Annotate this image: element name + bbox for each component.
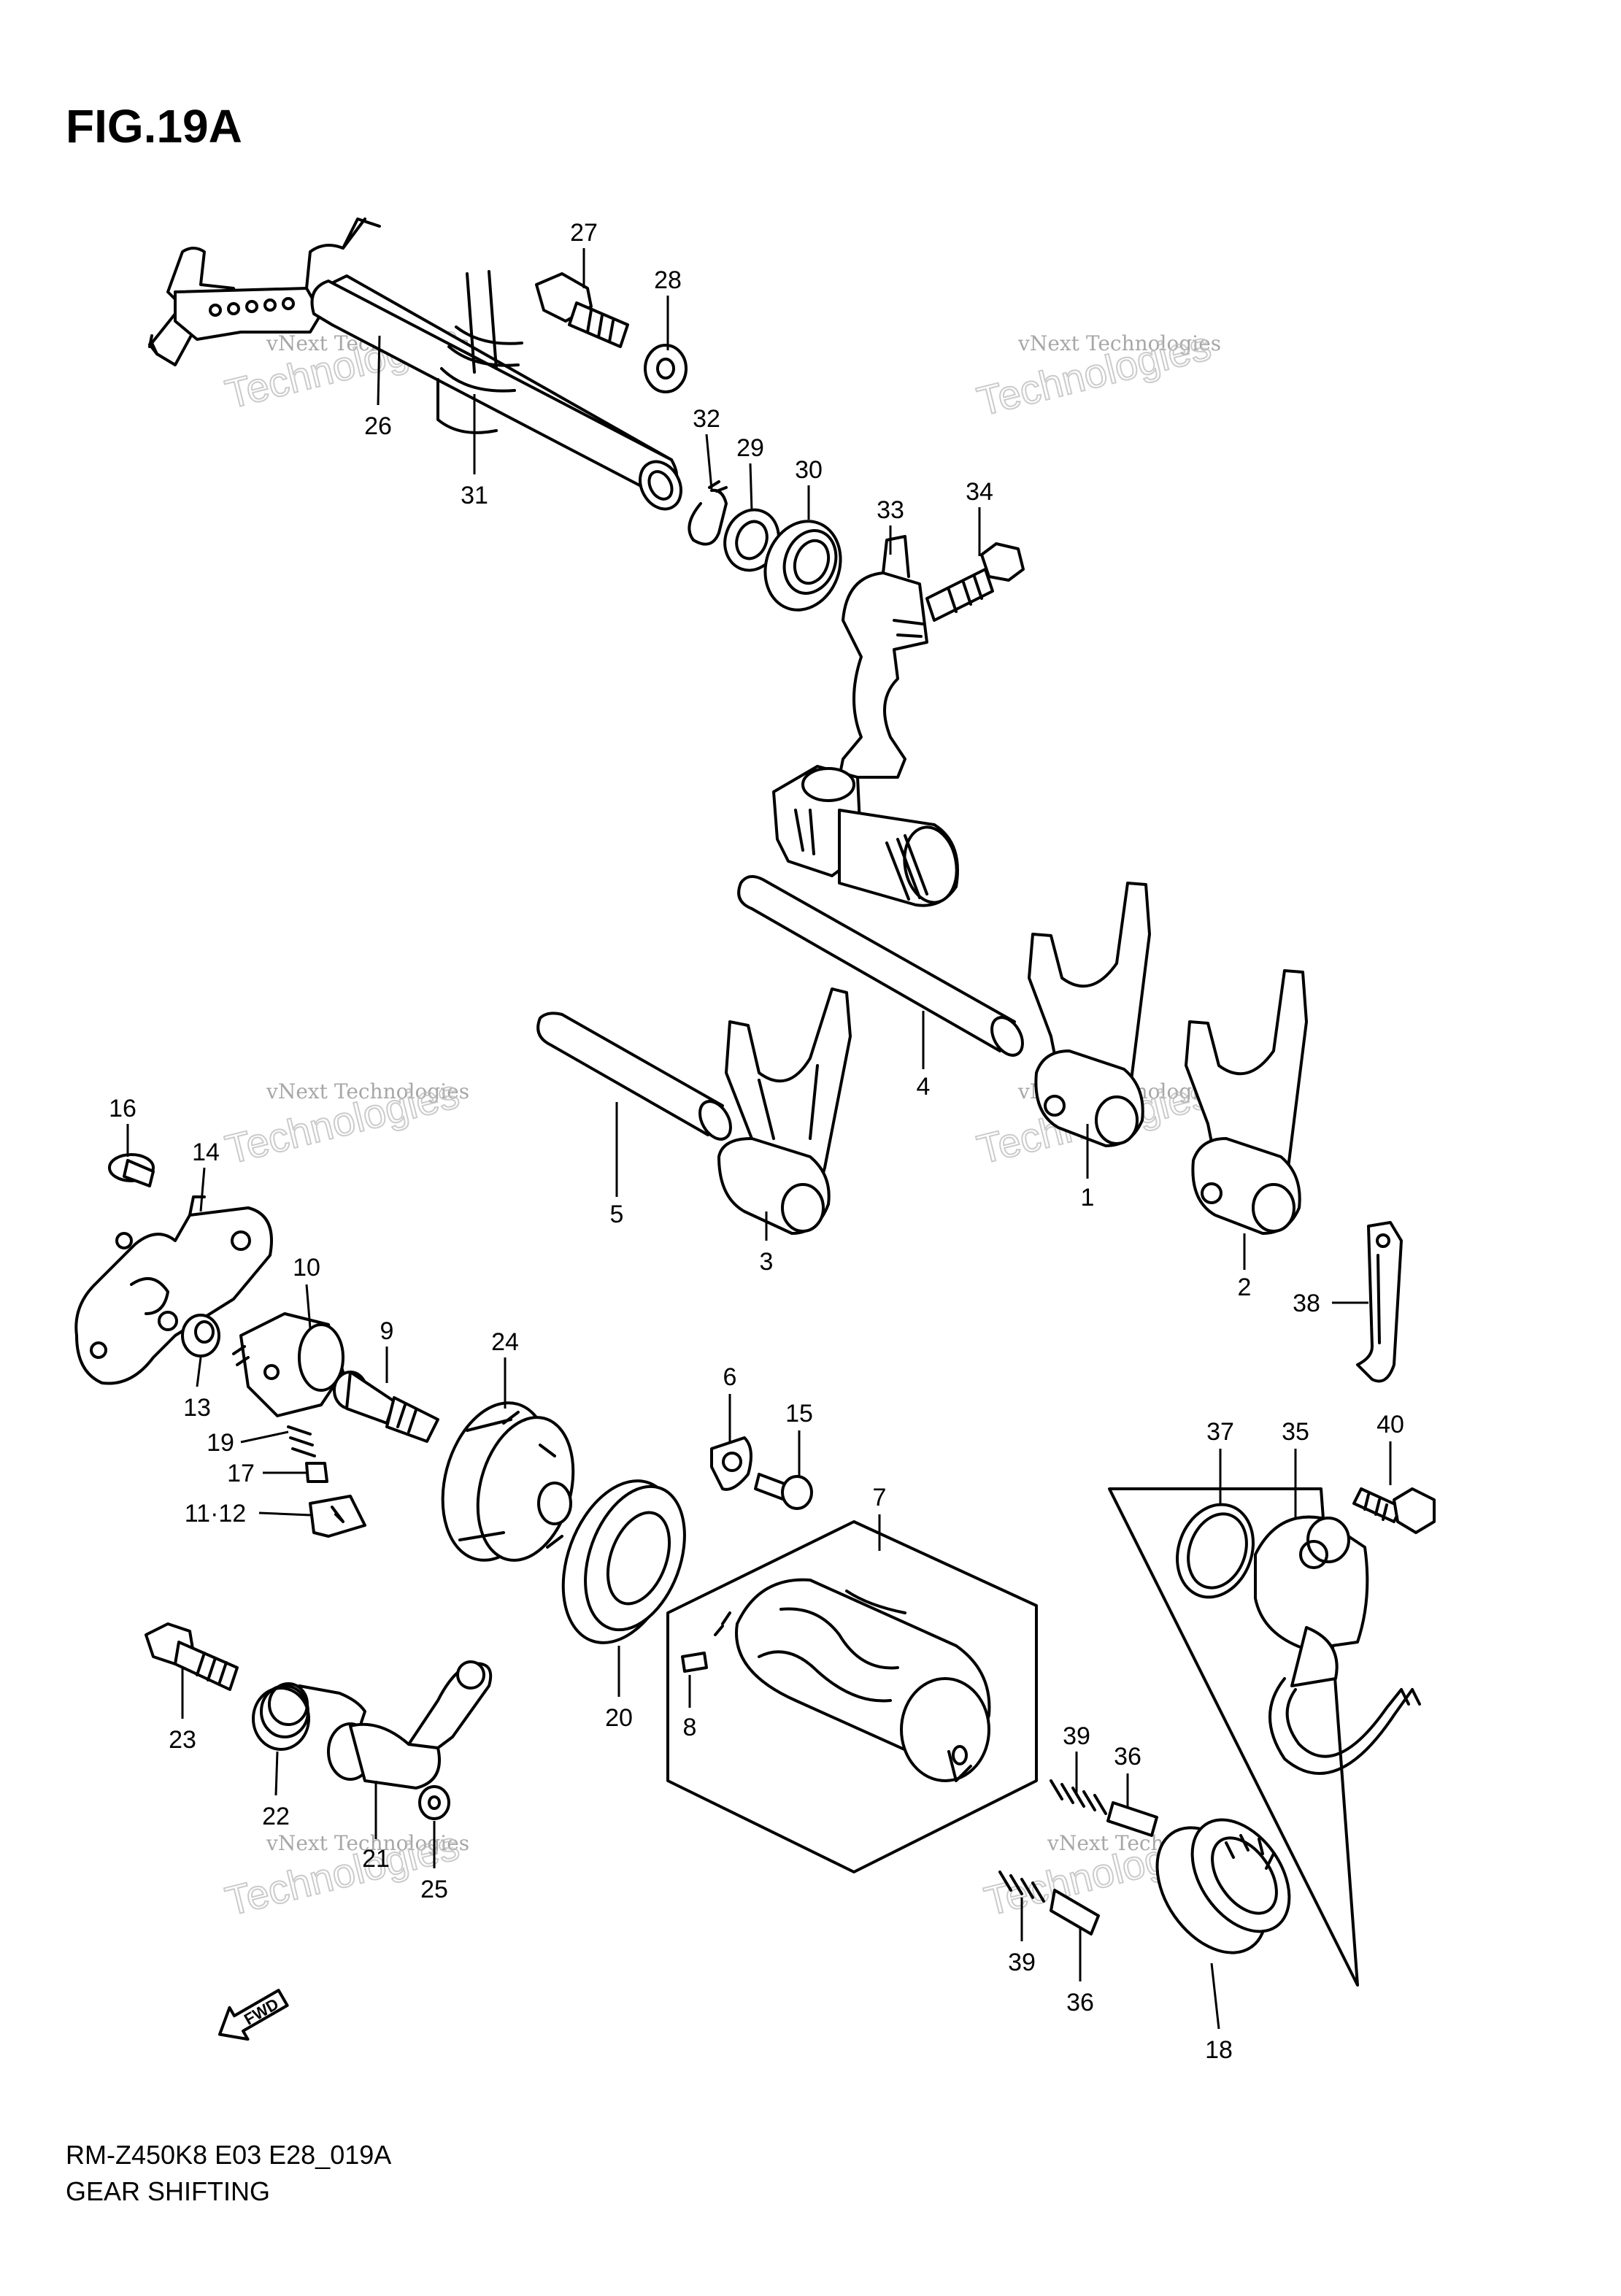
callout-labels: 27 28 26 31 32 29 30 33 34 4 5 3 1 2 38 … (109, 219, 1404, 2064)
callout-15: 15 (785, 1400, 813, 1428)
callout-27: 27 (570, 219, 598, 247)
gear-position-switch-part-35 (1254, 1515, 1421, 1775)
shift-cam-guide-part-14 (74, 1195, 273, 1385)
screw-part-16 (108, 1153, 155, 1187)
callout-34: 34 (966, 478, 993, 506)
spring-plunger-lower-part-39-36 (998, 1871, 1100, 1935)
cam-stopper-arm-part-21 (327, 1660, 493, 1790)
callout-29: 29 (736, 434, 764, 462)
callout-28: 28 (654, 266, 682, 294)
callout-13: 13 (183, 1394, 211, 1422)
shift-fork-part-3 (717, 987, 852, 1235)
callout-16: 16 (109, 1095, 136, 1122)
callout-30: 30 (795, 456, 823, 484)
forward-direction-arrow: FWD (218, 1989, 289, 2041)
screw-part-15 (754, 1473, 813, 1510)
callout-36-lower: 36 (1066, 1989, 1094, 2016)
watermark: vNext Technologies Technologies (220, 1821, 469, 1925)
svg-text:vNext Technologies: vNext Technologies (266, 1079, 469, 1103)
ratchet-pawl-part-11-12 (309, 1495, 366, 1538)
callout-17: 17 (227, 1460, 255, 1487)
callout-19: 19 (207, 1429, 234, 1457)
callout-32: 32 (693, 405, 720, 433)
callout-7: 7 (873, 1484, 887, 1511)
figure-code: RM-Z450K8 E03 E28_019A (66, 2140, 391, 2170)
plunger-part-17 (305, 1462, 328, 1483)
callout-21: 21 (362, 1845, 390, 1873)
callout-37: 37 (1206, 1418, 1234, 1446)
callout-31: 31 (461, 482, 488, 509)
callout-10: 10 (293, 1254, 320, 1282)
washer-part-28 (644, 344, 688, 393)
oil-seal-part-30 (763, 520, 842, 612)
callout-25: 25 (420, 1876, 448, 1903)
callout-18: 18 (1205, 2036, 1233, 2064)
clamp-part-38 (1356, 1221, 1403, 1383)
bolt-part-23 (145, 1622, 239, 1691)
bushing-part-13 (181, 1314, 220, 1357)
callout-9: 9 (380, 1317, 394, 1345)
callout-24: 24 (491, 1328, 519, 1356)
shift-cam-arm-part-33 (772, 535, 959, 907)
callout-5: 5 (610, 1201, 624, 1228)
fork-shaft-part-4 (737, 875, 1024, 1057)
gear-shift-lever-part-26 (148, 217, 381, 366)
bolt-part-34 (925, 542, 1025, 622)
watermark: vNext Technologies Technologies (220, 1069, 469, 1173)
bearing-part-20 (561, 1479, 686, 1644)
svg-text:vNext Technologies: vNext Technologies (266, 1831, 469, 1855)
callout-33: 33 (877, 496, 904, 524)
shift-cam-part-24 (441, 1401, 575, 1562)
callout-6: 6 (723, 1363, 737, 1391)
callout-38: 38 (1293, 1290, 1320, 1317)
pin-part-8 (681, 1652, 708, 1673)
callout-1: 1 (1081, 1184, 1095, 1211)
return-spring-part-22 (252, 1682, 366, 1751)
bolt-part-27 (535, 272, 629, 348)
gear-shift-shaft-part-31 (310, 270, 682, 511)
callout-2: 2 (1238, 1274, 1252, 1301)
callout-3: 3 (760, 1248, 774, 1276)
figure-title: FIG.19A (66, 100, 242, 153)
callout-8: 8 (683, 1714, 697, 1741)
shift-cam-drum-part-7 (666, 1520, 1038, 1873)
shift-fork-part-1 (1028, 882, 1151, 1147)
pawl-lifter-part-10 (232, 1312, 344, 1417)
spring-part-19 (287, 1425, 316, 1457)
figure-section: GEAR SHIFTING (66, 2176, 270, 2206)
callout-35: 35 (1282, 1418, 1309, 1446)
gear-position-sensor-inset (1108, 1487, 1359, 1987)
needle-bearing-part-18 (1155, 1818, 1291, 1954)
shift-fork-part-2 (1185, 969, 1308, 1235)
svg-text:vNext Technologies: vNext Technologies (1017, 331, 1221, 355)
spring-plunger-upper-part-39-36 (1050, 1779, 1158, 1837)
callout-39-lower: 39 (1008, 1949, 1036, 1976)
callout-39-upper: 39 (1063, 1722, 1090, 1750)
o-ring-part-37 (1176, 1503, 1255, 1599)
watermark: vNext Technologies Technologies (972, 321, 1221, 425)
washer-part-29 (723, 508, 780, 572)
callout-36-upper: 36 (1114, 1743, 1141, 1771)
stopper-plate-part-6 (710, 1436, 752, 1491)
stud-part-9 (333, 1371, 439, 1443)
washer-part-25 (418, 1785, 450, 1820)
callout-23: 23 (169, 1726, 196, 1754)
callout-11-12: 11·12 (185, 1500, 246, 1528)
screw-part-40 (1352, 1487, 1436, 1534)
callout-22: 22 (262, 1803, 290, 1830)
callout-4: 4 (917, 1073, 931, 1101)
callout-20: 20 (605, 1704, 633, 1732)
callout-26: 26 (364, 412, 392, 440)
fork-shaft-part-5 (536, 1012, 732, 1141)
callout-14: 14 (192, 1139, 220, 1166)
leader-lines (126, 248, 1392, 2030)
circlip-part-32 (688, 480, 728, 546)
callout-40: 40 (1376, 1411, 1404, 1438)
